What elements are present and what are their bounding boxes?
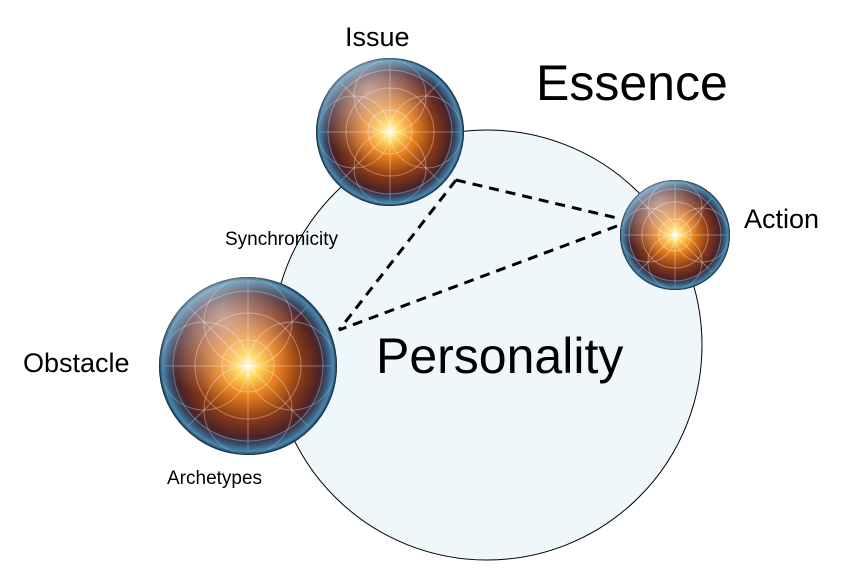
connection-lines <box>337 178 618 332</box>
obstacle-label: Obstacle <box>23 348 130 378</box>
action-orb <box>620 180 730 290</box>
essence-label: Essence <box>536 55 728 111</box>
synchronicity-label: Synchronicity <box>225 229 338 250</box>
issue-orb <box>316 58 464 206</box>
obstacle-orb <box>159 277 337 455</box>
personality-label: Personality <box>376 328 624 384</box>
issue-obstacle-line <box>337 179 458 331</box>
action-obstacle-line <box>338 224 618 332</box>
issue-action-line <box>455 178 618 220</box>
archetypes-label: Archetypes <box>167 468 263 489</box>
issue-label: Issue <box>345 22 410 52</box>
action-label: Action <box>744 204 820 234</box>
